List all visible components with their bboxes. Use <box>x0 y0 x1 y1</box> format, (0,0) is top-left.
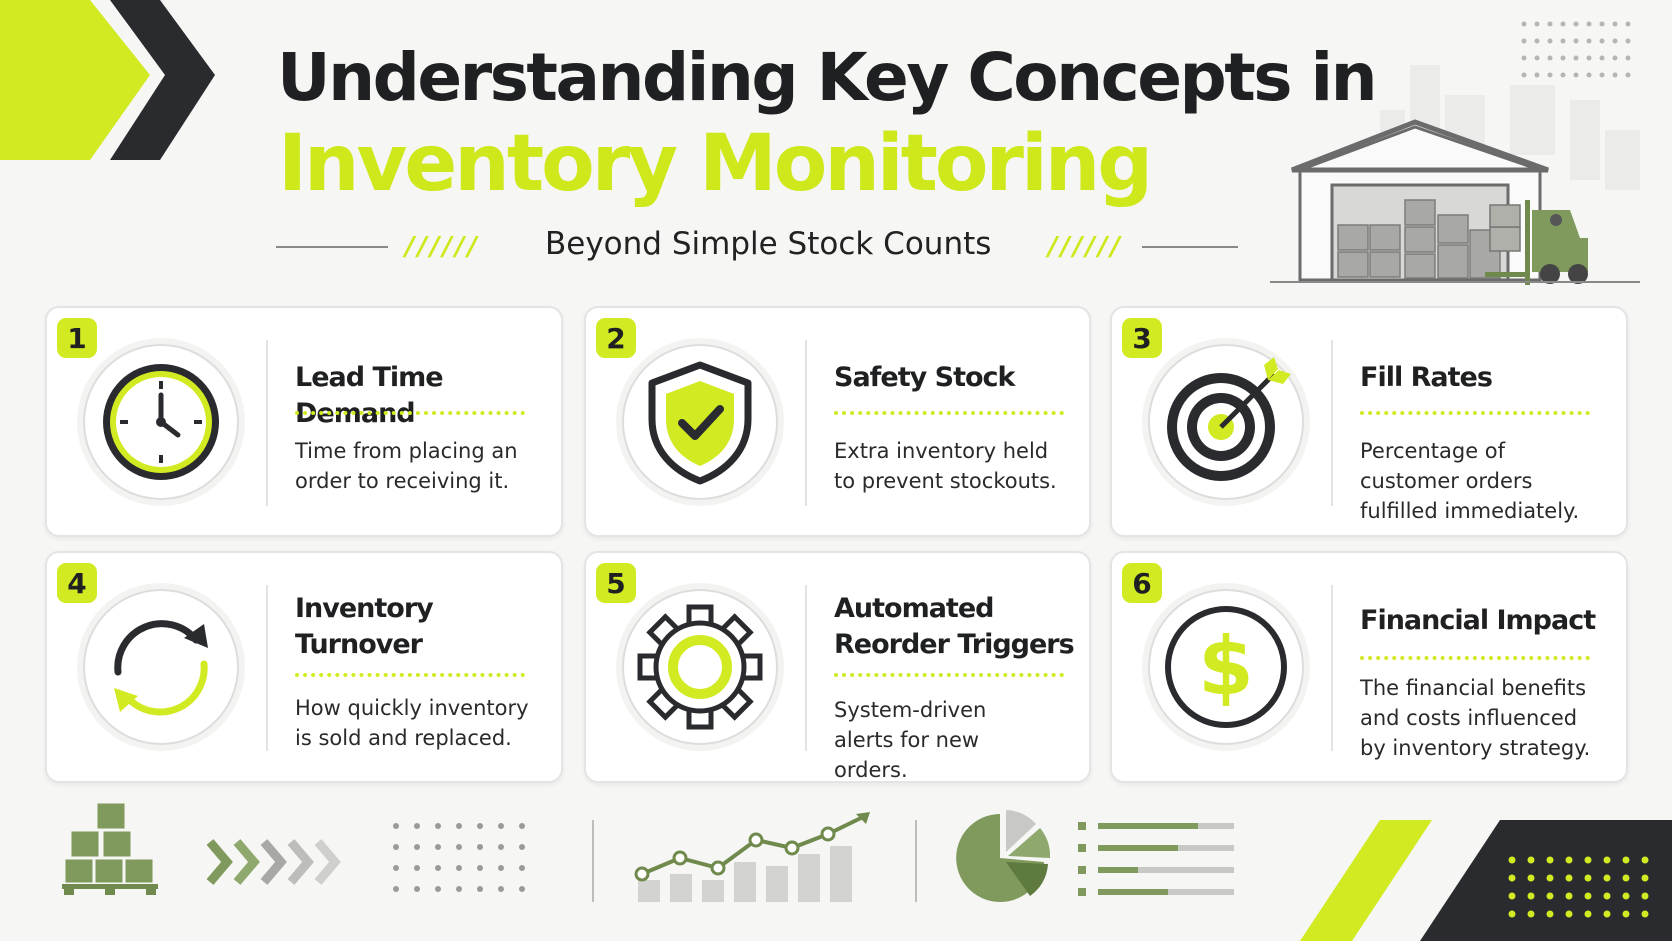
corner-stripe-decor <box>1300 820 1672 941</box>
corner-chevron-decor <box>0 0 215 160</box>
shield-check-icon <box>622 344 778 500</box>
page-title: Understanding Key Concepts in <box>277 39 1378 116</box>
growth-chart-icon <box>634 812 870 902</box>
card-divider <box>266 585 268 751</box>
page-title-highlight: Inventory Monitoring <box>278 119 1153 209</box>
pallet-boxes-icon <box>62 800 158 895</box>
card-number-badge: 4 <box>57 563 97 603</box>
card-divider <box>1331 340 1333 506</box>
strip-divider <box>592 820 594 902</box>
forklift-icon <box>1485 200 1588 285</box>
concept-card-fill-rates: 3 Fill Rates Percentage of customer orde… <box>1110 306 1628 537</box>
gear-icon <box>622 589 778 745</box>
card-description: Percentage of customer orders fulfilled … <box>1360 439 1580 523</box>
card-dotted-rule <box>295 411 525 415</box>
card-dotted-rule <box>834 673 1064 677</box>
chevron-arrows-decor <box>206 839 341 885</box>
pie-chart-icon <box>956 810 1050 902</box>
card-number-badge: 3 <box>1122 318 1162 358</box>
subtitle-rule-right <box>1142 246 1238 248</box>
card-title: Safety Stock <box>834 362 1016 393</box>
card-divider <box>266 340 268 506</box>
concept-card-financial-impact: 6 $ Financial Impact The financial benef… <box>1110 551 1628 783</box>
concept-card-lead-time-demand: 1 Lead Time Demand Time from placing an … <box>45 306 563 537</box>
subtitle-rule-left <box>276 246 388 248</box>
card-divider <box>805 340 807 506</box>
list-lines-icon <box>1078 822 1234 896</box>
card-description: System-driven alerts for new orders. <box>834 698 987 782</box>
card-title: Financial Impact <box>1360 605 1596 636</box>
concept-card-safety-stock: 2 Safety Stock Extra inventory held to p… <box>584 306 1091 537</box>
page-subtitle: Beyond Simple Stock Counts <box>545 226 992 262</box>
card-number-badge: 1 <box>57 318 97 358</box>
dot-grid-decor-bottom <box>393 823 525 892</box>
card-divider <box>1331 585 1333 751</box>
dollar-icon: $ <box>1148 589 1304 745</box>
card-dotted-rule <box>1360 656 1590 660</box>
card-title: Fill Rates <box>1360 362 1493 393</box>
card-description: Time from placing an order to receiving … <box>295 439 518 493</box>
card-description: The financial benefits and costs influen… <box>1360 676 1591 760</box>
subtitle-slashes-left: ////// <box>405 232 480 262</box>
card-number-badge: 2 <box>596 318 636 358</box>
cycle-arrows-icon <box>83 589 239 745</box>
card-description: Extra inventory held to prevent stockout… <box>834 439 1057 493</box>
card-number-badge: 5 <box>596 563 636 603</box>
dot-grid-decor <box>1521 21 1631 78</box>
card-description: How quickly inventory is sold and replac… <box>295 696 529 750</box>
target-icon <box>1148 344 1304 500</box>
concept-card-automated-reorder-triggers: 5 Automated Reorder Triggers System-driv… <box>584 551 1091 783</box>
subtitle-slashes-right: ////// <box>1048 232 1123 262</box>
card-dotted-rule <box>834 411 1064 415</box>
card-dotted-rule <box>1360 411 1590 415</box>
svg-text:$: $ <box>1198 620 1254 713</box>
strip-divider <box>915 820 917 902</box>
card-title: Lead Time Demand <box>295 362 444 429</box>
card-title: Automated Reorder Triggers <box>834 593 1075 660</box>
warehouse-forklift-illustration <box>1270 65 1640 285</box>
card-divider <box>805 585 807 751</box>
concept-card-inventory-turnover: 4 Inventory Turnover How quickly invento… <box>45 551 563 783</box>
card-dotted-rule <box>295 673 525 677</box>
clock-icon <box>83 344 239 500</box>
card-number-badge: 6 <box>1122 563 1162 603</box>
card-title: Inventory Turnover <box>295 593 434 660</box>
